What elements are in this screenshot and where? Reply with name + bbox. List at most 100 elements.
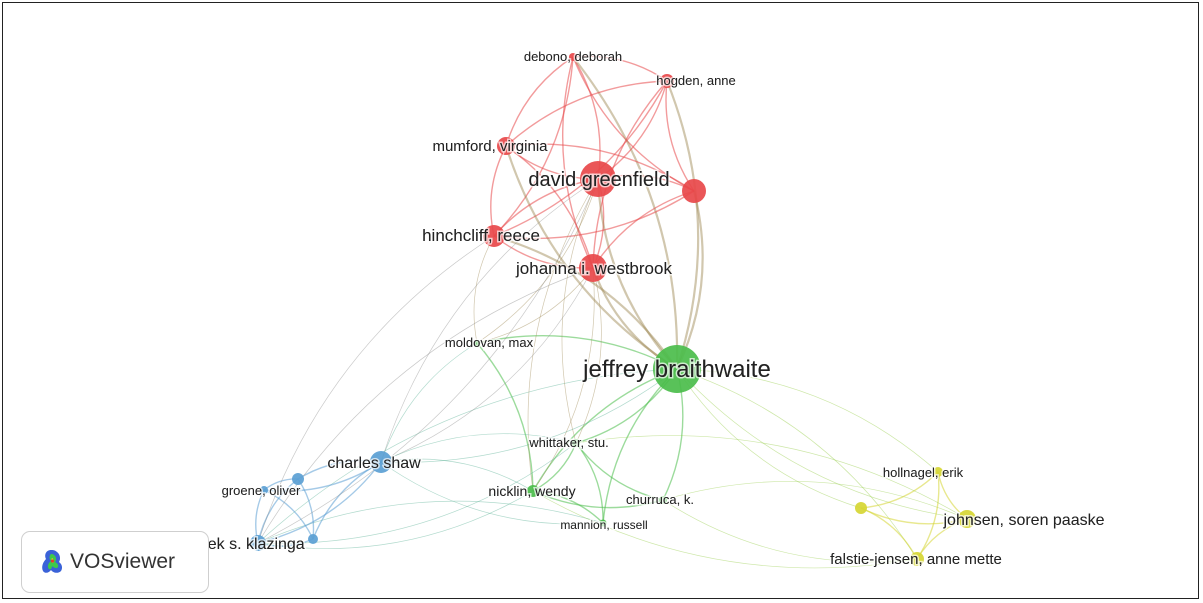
edge-churruca-johnsen: [662, 481, 968, 520]
node-label-halo-braithwaite: jeffrey braithwaite: [582, 356, 771, 383]
node-redunlabeled[interactable]: [682, 179, 706, 203]
node-bluesmall[interactable]: [292, 473, 304, 485]
edge-braithwaite-shaw: [380, 368, 678, 463]
edge-klazinga-whittaker: [257, 442, 577, 544]
edges-layer: [255, 55, 968, 569]
edge-braithwaite-klazinga: [257, 368, 678, 544]
node-groene[interactable]: [260, 486, 268, 494]
edge-braithwaite-hollnagel: [676, 368, 939, 473]
edge-hogden-redunlabeled: [665, 80, 695, 192]
node-label-klazinga[interactable]: niek s. klazinga: [195, 536, 304, 553]
edge-hogden-braithwaite: [665, 80, 700, 370]
edge-debono-braithwaite: [572, 56, 679, 370]
edge-mumford-redunlabeled: [505, 143, 695, 192]
node-westbrook[interactable]: [579, 254, 607, 282]
node-label-hinchcliff[interactable]: hinchcliff, reece: [422, 226, 540, 245]
edge-klazinga-westbrook: [257, 267, 594, 544]
node-label-shaw[interactable]: charles shaw: [327, 455, 421, 472]
edge-whittaker-mannion: [575, 442, 604, 524]
vosviewer-logo-icon: [42, 550, 63, 573]
edge-nicklin-greenfield: [527, 178, 599, 492]
edge-braithwaite-nicklin: [532, 368, 678, 492]
node-label-halo-mannion: mannion, russell: [560, 518, 647, 532]
node-label-hollnagel[interactable]: hollnagel, erik: [883, 465, 964, 480]
edge-mumford-hinchcliff: [490, 145, 507, 237]
node-churruca[interactable]: [659, 496, 667, 504]
edge-johnsen-whittaker: [575, 435, 968, 520]
edge-redunlabeled-braithwaite: [676, 190, 704, 370]
node-mumford[interactable]: [497, 137, 515, 155]
node-yellowsmall[interactable]: [855, 502, 867, 514]
node-label-halo-whittaker: whittaker, stu.: [528, 435, 608, 450]
edge-hollnagel-yellowsmall: [860, 471, 939, 509]
edge-whittaker-greenfield: [561, 178, 599, 444]
node-label-halo-hinchcliff: hinchcliff, reece: [422, 226, 540, 245]
node-hinchcliff[interactable]: [483, 225, 505, 247]
node-moldovan[interactable]: [474, 340, 480, 346]
node-label-halo-moldovan: moldovan, max: [445, 335, 534, 350]
node-label-mannion[interactable]: mannion, russell: [560, 518, 647, 532]
node-label-halo-falstie: falstie-jensen, anne mette: [830, 551, 1002, 568]
node-mannion[interactable]: [599, 519, 607, 527]
edge-shaw-mannion: [380, 461, 604, 525]
node-label-greenfield[interactable]: david greenfield: [528, 169, 669, 191]
edge-shaw-bluesmall2: [312, 461, 382, 540]
node-label-mumford[interactable]: mumford, virginia: [432, 138, 548, 155]
edge-braithwaite-falstie: [676, 368, 918, 560]
node-debono[interactable]: [569, 53, 577, 61]
node-label-nicklin[interactable]: nicklin, wendy: [488, 483, 575, 499]
vosviewer-logo: VOSviewer: [21, 531, 209, 593]
node-label-halo-hogden: hogden, anne: [656, 73, 736, 88]
node-greenfield[interactable]: [580, 161, 616, 197]
node-johnsen[interactable]: [958, 510, 976, 528]
edge-nicklin-westbrook: [532, 267, 595, 492]
edge-mannion-klazinga: [257, 500, 604, 544]
node-label-halo-westbrook: johanna i. westbrook: [515, 259, 672, 278]
node-braithwaite[interactable]: [653, 345, 701, 393]
node-label-debono[interactable]: debono, deborah: [524, 49, 622, 64]
node-falstie[interactable]: [910, 552, 924, 566]
edge-nicklin-churruca: [532, 490, 664, 509]
node-shaw[interactable]: [370, 451, 392, 473]
node-hogden[interactable]: [660, 74, 674, 88]
node-label-moldovan[interactable]: moldovan, max: [445, 335, 534, 350]
edge-redunlabeled-hinchcliff: [493, 190, 695, 240]
node-label-westbrook[interactable]: johanna i. westbrook: [515, 259, 672, 278]
edge-moldovan-hinchcliff: [473, 235, 495, 344]
edge-shaw-klazinga: [257, 461, 382, 544]
edge-moldovan-shaw: [380, 342, 478, 463]
node-label-groene[interactable]: groene, oliver: [222, 483, 301, 498]
edge-shaw-greenfield: [380, 178, 599, 463]
node-whittaker[interactable]: [572, 439, 580, 447]
edge-moldovan-nicklin: [476, 342, 534, 492]
node-label-halo-churruca: churruca, k.: [626, 492, 694, 507]
node-label-whittaker[interactable]: whittaker, stu.: [528, 435, 608, 450]
edge-moldovan-braithwaite: [476, 334, 678, 370]
edge-mumford-westbrook: [505, 145, 594, 269]
node-label-johnsen[interactable]: johnsen, soren paaske: [943, 512, 1105, 529]
edge-mumford-braithwaite: [504, 145, 678, 370]
edge-hollnagel-falstie: [916, 471, 940, 560]
edge-yellowsmall-falstie: [860, 507, 918, 560]
node-klazinga[interactable]: [250, 535, 266, 551]
node-label-halo-mumford: mumford, virginia: [432, 138, 548, 155]
node-hollnagel[interactable]: [933, 467, 943, 477]
node-label-braithwaite[interactable]: jeffrey braithwaite: [582, 356, 771, 383]
node-label-halo-johnsen: johnsen, soren paaske: [943, 512, 1105, 529]
node-label-falstie[interactable]: falstie-jensen, anne mette: [830, 551, 1002, 568]
node-label-halo-debono: debono, deborah: [524, 49, 622, 64]
edge-hogden-mumford: [505, 80, 668, 147]
node-bluesmall2[interactable]: [308, 534, 318, 544]
edge-debono-westbrook: [562, 56, 594, 269]
edge-braithwaite-johnsen: [676, 368, 968, 520]
edge-debono-hinchcliff: [493, 56, 574, 237]
node-nicklin[interactable]: [527, 485, 539, 497]
edge-churruca-falstie: [662, 499, 918, 563]
node-label-hogden[interactable]: hogden, anne: [656, 73, 736, 88]
node-label-halo-hollnagel: hollnagel, erik: [883, 465, 964, 480]
edge-whittaker-westbrook: [575, 267, 602, 444]
node-label-churruca[interactable]: churruca, k.: [626, 492, 694, 507]
